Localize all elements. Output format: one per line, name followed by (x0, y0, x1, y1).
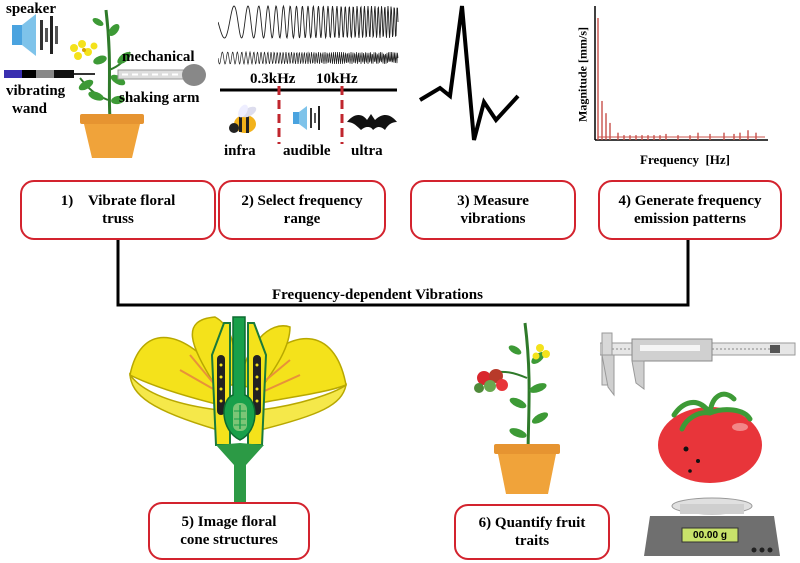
vibrating-wand-icon (4, 70, 95, 78)
panel-3-signal (418, 5, 520, 141)
step-1-line1: 1) Vibrate floral (60, 193, 176, 209)
panel-6-plant (474, 322, 560, 494)
step-5-box: 5) Image floral cone structures (148, 502, 310, 560)
step-6-line1: 6) Quantify fruit (478, 515, 586, 531)
weighing-scale-icon (644, 497, 780, 556)
magnitude-axis-label: Magnitude [mm/s] (575, 27, 590, 122)
panel-2-range-bar (220, 86, 397, 144)
step-3-line1: 3) Measure (457, 193, 529, 209)
small-speaker-icon (293, 106, 320, 130)
freq-high-label: 10kHz (316, 71, 358, 87)
chirp-wave (218, 4, 399, 40)
step-2-box: 2) Select frequency range (218, 180, 386, 240)
caliper-icon (600, 332, 796, 397)
shaking-arm-label: shaking arm (119, 90, 200, 106)
bat-icon (347, 114, 397, 130)
shaking-arm-icon (117, 64, 206, 86)
panel-4-spectrum (594, 6, 768, 141)
chirp-wave (218, 50, 399, 66)
tomato-plant-icon (70, 9, 131, 119)
step-5-line2: cone structures (180, 532, 278, 548)
frequency-axis-label: Frequency [Hz] (640, 152, 731, 167)
step-1-line2: truss (102, 211, 134, 227)
step-3-box: 3) Measure vibrations (410, 180, 576, 240)
step-3-line2: vibrations (460, 211, 526, 227)
speaker-icon (12, 14, 58, 56)
speaker-label: speaker (6, 1, 56, 17)
scale-reading: 00.00 g (693, 530, 727, 541)
step-4-line2: emission patterns (633, 211, 747, 227)
plant-pot-icon (80, 114, 144, 158)
wand-label: wand (12, 101, 48, 117)
mechanical-label: mechanical (122, 49, 195, 65)
step-2-line2: range (283, 211, 321, 227)
infra-label: infra (224, 143, 256, 159)
tomato-fruit-icon (658, 391, 762, 483)
bee-icon (229, 104, 257, 133)
step-4-line1: 4) Generate frequency (618, 193, 762, 209)
freq-low-label: 0.3kHz (250, 71, 296, 87)
ultra-label: ultra (351, 143, 383, 159)
step-2-line1: 2) Select frequency (241, 193, 363, 209)
connector-label: Frequency-dependent Vibrations (272, 287, 483, 303)
step-6-box: 6) Quantify fruit traits (454, 504, 610, 560)
step-5-line1: 5) Image floral (181, 514, 277, 530)
audible-label: audible (283, 143, 331, 159)
step-1-box: 1) Vibrate floral truss (20, 180, 216, 240)
panel-2-waveform (218, 4, 399, 66)
panel-5-flower (128, 316, 348, 504)
panel-1-illustration (4, 9, 206, 158)
step-4-box: 4) Generate frequency emission patterns (598, 180, 782, 240)
vibrating-label: vibrating (6, 83, 66, 99)
step-6-line2: traits (514, 533, 550, 549)
